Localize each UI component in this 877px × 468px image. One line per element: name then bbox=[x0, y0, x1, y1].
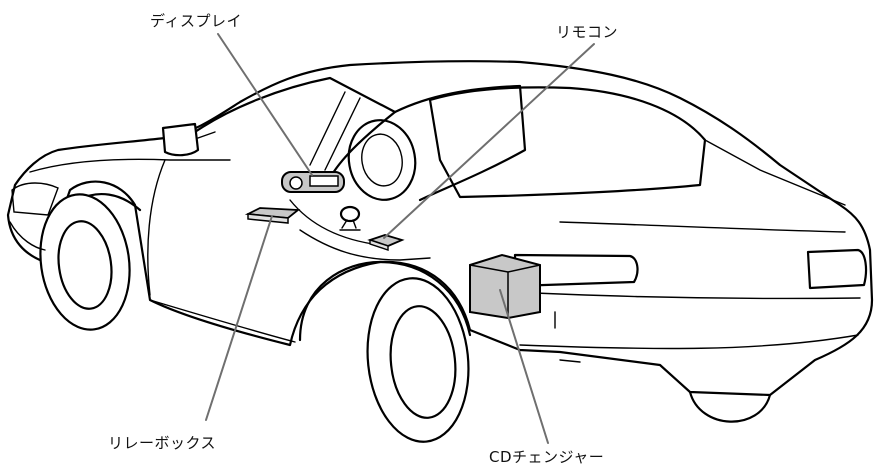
interior-line bbox=[299, 229, 431, 261]
display-unit bbox=[281, 171, 345, 193]
rear-bumper bbox=[519, 334, 859, 350]
leader-remote bbox=[383, 43, 595, 239]
front-wheel-tire bbox=[39, 193, 131, 331]
label-remote: リモコン bbox=[556, 23, 619, 41]
label-display: ディスプレイ bbox=[150, 12, 242, 30]
side-mirror bbox=[161, 122, 200, 157]
front-door-window bbox=[393, 84, 527, 202]
mirror-stalk bbox=[197, 131, 216, 139]
rear-lower-line bbox=[559, 359, 581, 363]
rear-wheel-arch bbox=[298, 260, 472, 342]
dash-line bbox=[289, 199, 381, 246]
cd-changer-unit bbox=[469, 253, 541, 320]
leader-relay bbox=[205, 215, 273, 421]
tail-light-left bbox=[513, 253, 639, 288]
a-pillar-2 bbox=[324, 97, 361, 171]
front-wheel-rim bbox=[57, 220, 113, 310]
gear-shifter-base bbox=[339, 219, 361, 231]
rear-side-window bbox=[428, 86, 707, 199]
hood-line bbox=[29, 158, 231, 173]
leader-display bbox=[217, 33, 313, 176]
relay-box bbox=[244, 207, 301, 224]
a-pillar bbox=[309, 91, 346, 166]
windshield bbox=[193, 76, 397, 180]
leader-cd bbox=[499, 289, 549, 444]
gear-shifter-knob bbox=[339, 205, 361, 223]
trunk-line bbox=[559, 221, 846, 233]
rear-wheel-rim bbox=[389, 305, 457, 419]
headlight bbox=[11, 182, 59, 216]
rear-c-pillar bbox=[704, 139, 846, 206]
steering-wheel bbox=[347, 119, 417, 201]
remote-unit bbox=[367, 234, 405, 251]
door-sill bbox=[149, 299, 296, 343]
rear-wheel-tire bbox=[366, 277, 470, 443]
rear-far-wheel bbox=[688, 390, 772, 423]
steering-hub bbox=[361, 133, 403, 187]
tail-light-right bbox=[806, 248, 868, 290]
label-relay-box: リレーボックス bbox=[108, 434, 217, 452]
label-cd-changer: CDチェンジャー bbox=[489, 448, 605, 466]
bumper-front bbox=[9, 221, 46, 251]
car-body-outline bbox=[6, 60, 874, 397]
door-line-front bbox=[147, 159, 166, 296]
